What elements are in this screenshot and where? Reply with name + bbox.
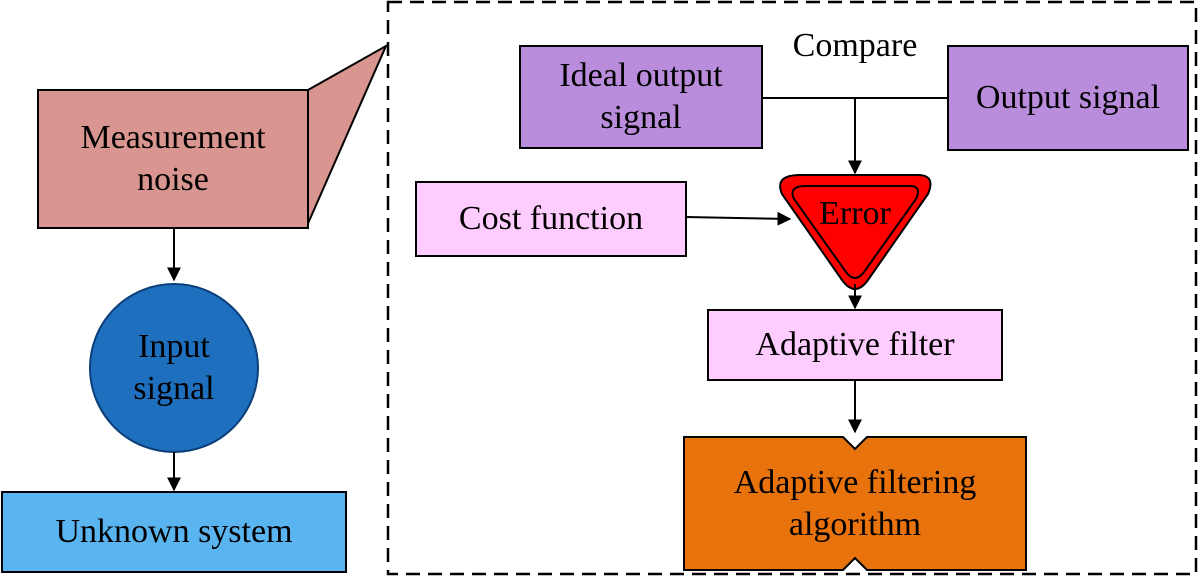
ideal-output-signal-label: Ideal output signal (559, 56, 723, 137)
cost-to-error-arrow (685, 211, 792, 226)
dashed-region-border (386, 0, 1198, 576)
adaptive-filter-box (707, 309, 1003, 381)
input-signal-label: Input signal (133, 327, 215, 408)
ideal-output-signal-box (519, 45, 763, 149)
measurement-noise-side-face (305, 43, 389, 229)
measurement-noise-label: Measurement noise (80, 118, 266, 199)
error-triangle (779, 174, 932, 290)
adaptive-filtering-algorithm-label: Adaptive filtering algorithm (733, 463, 977, 544)
adaptive-filtering-algorithm-box (683, 436, 1027, 571)
output-signal-box (947, 45, 1189, 151)
unknown-system-label: Unknown system (55, 512, 293, 550)
output-signal-label: Output signal (975, 78, 1161, 116)
cost-function-label: Cost function (458, 199, 644, 237)
cost-function-box (415, 181, 687, 257)
adaptive-filter-label: Adaptive filter (755, 325, 955, 363)
error-label: Error (819, 194, 891, 232)
measurement-noise-box (37, 89, 309, 229)
error-triangle-inner-outline (791, 185, 919, 279)
compare-label: Compare (792, 26, 918, 64)
unknown-system-box (1, 491, 347, 573)
